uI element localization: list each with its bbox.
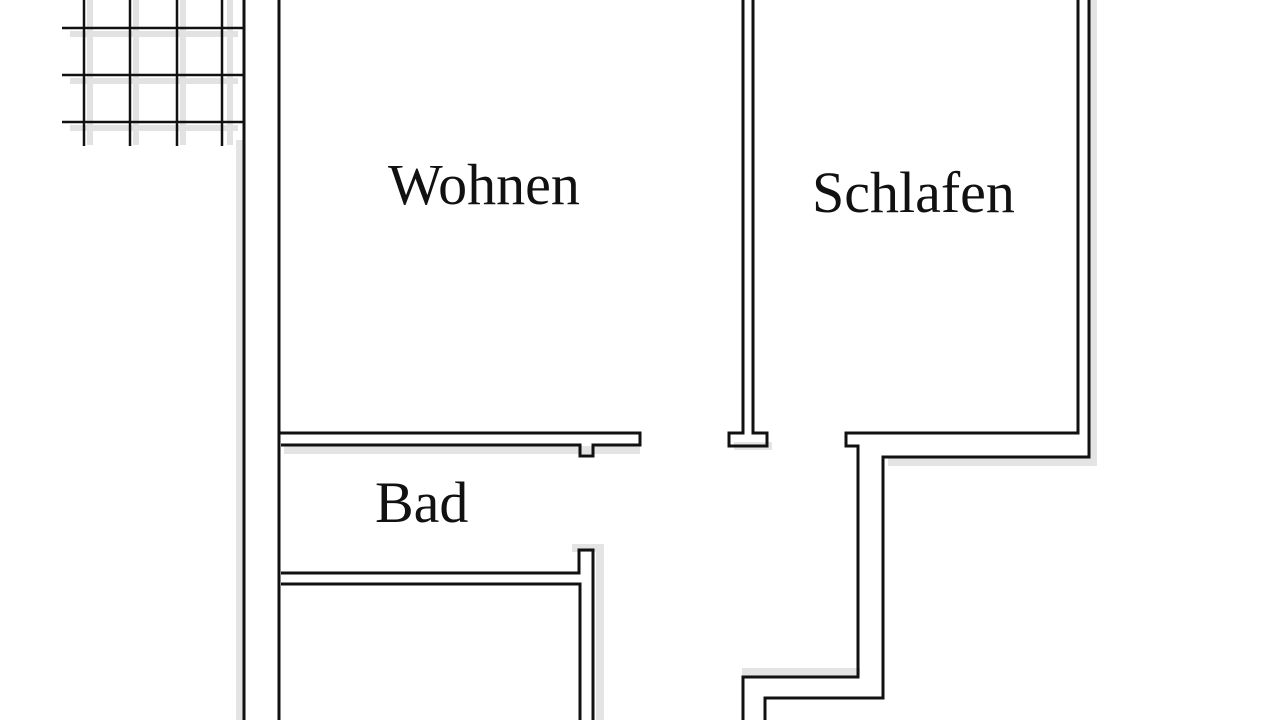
room-label-schlafen: Schlafen (812, 160, 1015, 225)
room-label-bad: Bad (375, 470, 469, 535)
middle-wall (727, 0, 769, 448)
left-exterior-wall (242, 0, 281, 720)
wall-shadows (236, 0, 1097, 720)
wohnen-bad-wall (279, 431, 642, 458)
bad-lower-wall (281, 548, 595, 720)
room-label-wohnen: Wohnen (388, 152, 580, 217)
right-wall (741, 0, 1091, 720)
window-grid (62, 0, 243, 146)
